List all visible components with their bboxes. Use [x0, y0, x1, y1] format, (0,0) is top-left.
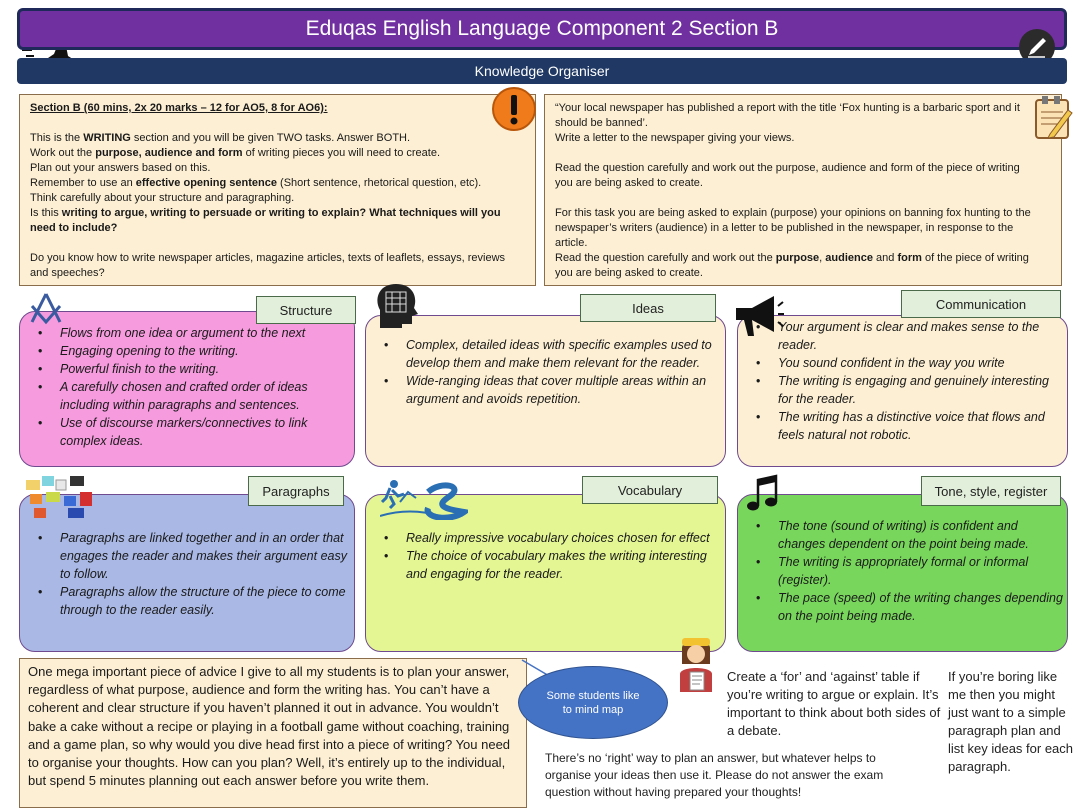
structure-label: Structure [256, 296, 356, 324]
task-instruction: Write a letter to the newspaper giving y… [555, 132, 795, 144]
vocabulary-panel: Really impressive vocabulary choices cho… [365, 494, 726, 652]
list-item: The choice of vocabulary makes the writi… [366, 547, 725, 583]
read-2-form: form [897, 252, 922, 264]
list-item: Really impressive vocabulary choices cho… [366, 529, 725, 547]
boring-text: If you’re boring like me then you might … [948, 669, 1074, 774]
ideas-list: Complex, detailed ideas with specific ex… [366, 336, 725, 408]
read-2-comma: , [819, 252, 826, 264]
list-item: You sound confident in the way you write [738, 354, 1067, 372]
notepad-icon [1032, 94, 1074, 140]
list-item: Flows from one idea or argument to the n… [20, 324, 354, 342]
head-icon [370, 280, 422, 332]
list-item: The pace (speed) of the writing changes … [738, 589, 1067, 625]
read-2-purpose: purpose [775, 252, 820, 264]
communication-label: Communication [901, 290, 1061, 318]
list-item: Engaging opening to the writing. [20, 342, 354, 360]
remember-bold: effective opening sentence [135, 177, 277, 189]
list-item: Use of discourse markers/connectives to … [20, 414, 354, 450]
vocabulary-label: Vocabulary [582, 476, 718, 504]
pen-icon [1018, 28, 1056, 66]
list-item: The writing is engaging and genuinely in… [738, 372, 1067, 408]
ideas-panel: Complex, detailed ideas with specific ex… [365, 315, 726, 467]
section-b-heading: Section B (60 mins, 2x 20 marks – 12 for… [30, 102, 328, 114]
list-item: Powerful finish to the writing. [20, 360, 354, 378]
paragraphs-list: Paragraphs are linked together and in an… [20, 529, 354, 619]
megaphone-icon [730, 294, 784, 338]
success-icon [380, 478, 468, 520]
list-item: Your argument is clear and makes sense t… [738, 318, 1067, 354]
list-item: A carefully chosen and crafted order of … [20, 378, 354, 414]
page-title: Eduqas English Language Component 2 Sect… [17, 8, 1067, 50]
paragraphs-panel: Paragraphs are linked together and in an… [19, 494, 355, 652]
list-item: Paragraphs are linked together and in an… [20, 529, 354, 583]
task-explain: For this task you are being asked to exp… [555, 207, 1031, 249]
tone-label: Tone, style, register [921, 476, 1061, 506]
list-item: The tone (sound of writing) is confident… [738, 517, 1067, 553]
remember-text-2: (Short sentence, rhetorical question, et… [277, 177, 482, 189]
no-right-way-text: There’s no ‘right’ way to plan an answer… [545, 751, 884, 799]
structure-list: Flows from one idea or argument to the n… [20, 324, 354, 450]
advice-box: One mega important piece of advice I giv… [19, 658, 527, 808]
doyou-text: Do you know how to write newspaper artic… [30, 252, 506, 279]
paragraphs-label: Paragraphs [248, 476, 344, 506]
ideas-label: Ideas [580, 294, 716, 322]
task-box: “Your local newspaper has published a re… [544, 94, 1062, 286]
work-text-2: of writing pieces you will need to creat… [242, 147, 441, 159]
communication-panel: Your argument is clear and makes sense t… [737, 315, 1068, 467]
tone-panel: The tone (sound of writing) is confident… [737, 494, 1068, 652]
work-bold: purpose, audience and form [95, 147, 243, 159]
list-item: The writing has a distinctive voice that… [738, 408, 1067, 444]
exclamation-icon [491, 86, 537, 132]
tone-list: The tone (sound of writing) is confident… [738, 517, 1067, 625]
masonic-icon [28, 292, 64, 326]
think-text: Think carefully about your structure and… [30, 192, 295, 204]
list-item: The writing is appropriately formal or i… [738, 553, 1067, 589]
list-item: Complex, detailed ideas with specific ex… [366, 336, 725, 372]
page-subtitle: Knowledge Organiser [17, 58, 1067, 84]
vocabulary-list: Really impressive vocabulary choices cho… [366, 529, 725, 583]
list-item: Paragraphs allow the structure of the pi… [20, 583, 354, 619]
read-2-text: Read the question carefully and work out… [555, 252, 776, 264]
intro-text: This is the [30, 132, 84, 144]
for-against-text: Create a ‘for’ and ‘against’ table if yo… [727, 669, 941, 738]
read-2-rest: of the piece of writing you are being as… [555, 252, 1029, 279]
task-quote: “Your local newspaper has published a re… [555, 102, 1020, 129]
task-read-1: Read the question carefully and work out… [555, 162, 1020, 189]
isthis-bold: writing to argue, writing to persuade or… [30, 207, 501, 234]
work-text: Work out the [30, 147, 96, 159]
section-b-box: Section B (60 mins, 2x 20 marks – 12 for… [19, 94, 536, 286]
isthis-text: Is this [30, 207, 62, 219]
blocks-icon [24, 474, 94, 520]
intro-bold: WRITING [83, 132, 131, 144]
remember-text: Remember to use an [30, 177, 136, 189]
list-item: Wide-ranging ideas that cover multiple a… [366, 372, 725, 408]
mind-map-oval: Some students like to mind map [518, 666, 668, 739]
structure-panel: Flows from one idea or argument to the n… [19, 311, 355, 467]
read-2-audience: audience [825, 252, 873, 264]
plan-text: Plan out your answers based on this. [30, 162, 211, 174]
intro-text-2: section and you will be given TWO tasks.… [130, 132, 411, 144]
music-note-icon [745, 474, 779, 514]
read-2-and: and [872, 252, 898, 264]
teacher-icon [670, 634, 722, 692]
communication-list: Your argument is clear and makes sense t… [738, 318, 1067, 444]
